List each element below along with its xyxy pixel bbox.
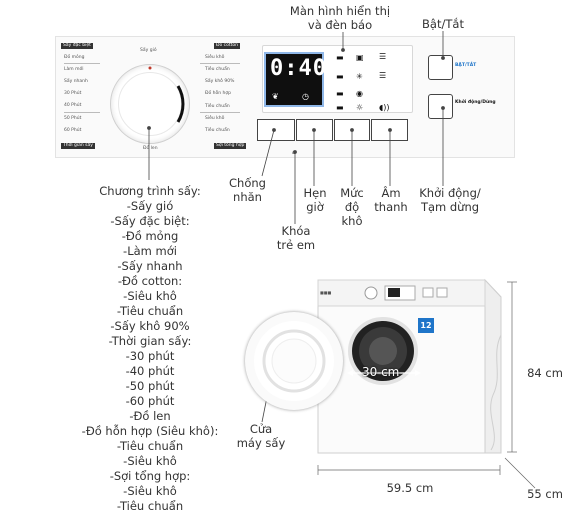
- dry-level-icon: ☰: [379, 52, 387, 61]
- callout-sound-line1: Âm: [381, 186, 401, 200]
- indicator-icon: ▬: [336, 103, 344, 112]
- program-list-item: -30 phút: [125, 349, 175, 363]
- program-item: Tiêu chuẩn: [205, 104, 230, 109]
- power-button[interactable]: [428, 55, 453, 80]
- program-list-item: -Đồ hỗn hợp (Siêu khô):: [81, 424, 219, 438]
- callout-power: Bật/Tắt: [422, 17, 464, 31]
- header-synthetic: Sợi tổng hợp: [214, 143, 247, 149]
- program-list-item: -Làm mới: [123, 244, 177, 258]
- program-list-item: -Siêu khô: [123, 289, 177, 303]
- program-list-item: -Đồ len: [129, 409, 171, 423]
- callout-dry-level-line3: khô: [341, 214, 363, 228]
- droplet-icon: ◉: [356, 89, 363, 98]
- callout-door-line1: Cửa: [249, 422, 273, 436]
- callout-sound-line2: thanh: [374, 200, 408, 214]
- dial-top-label: Sấy gió: [140, 48, 157, 53]
- sound-wave-icon: ◖)): [379, 103, 390, 112]
- program-list-item: -Tiêu chuẩn: [116, 304, 184, 318]
- program-list-item: -Thời gian sấy:: [108, 334, 192, 348]
- program-item: Làm mới: [64, 67, 84, 72]
- door-glass: [262, 329, 326, 393]
- program-list-item: -40 phút: [125, 364, 175, 378]
- dial-marker-arc: [148, 66, 185, 123]
- callout-display-line1: Màn hình hiển thị: [289, 4, 391, 18]
- anti-crease-button[interactable]: [257, 119, 295, 141]
- lcd-digits: 0:40: [270, 56, 327, 81]
- program-list-item: -Tiêu chuẩn: [116, 499, 184, 513]
- indicator-icon: ▬: [336, 53, 344, 62]
- program-item: 40 Phút: [64, 103, 82, 108]
- program-item: Tiêu chuẩn: [205, 67, 230, 72]
- program-item: 30 Phút: [64, 91, 82, 96]
- programs-title: Chương trình sấy:: [99, 184, 201, 198]
- program-list-item: -Sấy khô 90%: [110, 319, 190, 333]
- program-item: Đồ mỏng: [64, 55, 85, 60]
- program-item: Đồ hỗn hợp: [205, 91, 232, 96]
- callout-anti-crease-line2: nhăn: [233, 190, 262, 204]
- divider: [64, 112, 100, 113]
- brand-logo: ■■■: [320, 290, 332, 295]
- divider: [200, 112, 240, 113]
- program-item: 50 Phút: [64, 116, 82, 121]
- divider: [64, 63, 100, 64]
- sun-icon: ✳: [356, 72, 363, 81]
- program-list-item: -Siêu khô: [123, 484, 177, 498]
- header-cotton: Đồ cotton: [214, 43, 241, 49]
- drum-interior: [359, 327, 407, 375]
- program-item: Tiêu chuẩn: [205, 128, 230, 133]
- callout-timer-line2: giờ: [306, 200, 324, 214]
- power-label: BẬT/TẮT: [455, 63, 477, 68]
- program-list-item: -60 phút: [125, 394, 175, 408]
- callout-dry-level-line2: độ: [344, 200, 360, 214]
- dial-bottom-label: Đồ len: [143, 146, 158, 151]
- height-dimension: 84 cm: [527, 366, 563, 380]
- indicator-icon: ▬: [336, 89, 344, 98]
- start-label: Khởi động/Dừng: [455, 100, 496, 105]
- depth-dimension: 55 cm: [527, 487, 563, 501]
- lcd-screen: [264, 52, 324, 107]
- program-item: Sấy khô 90%: [205, 79, 235, 84]
- program-item: Siêu khô: [205, 116, 225, 121]
- callout-start-line2: Tạm dừng: [420, 200, 480, 214]
- start-pause-button[interactable]: [428, 94, 453, 119]
- program-list-item: -Đồ cotton:: [117, 274, 183, 288]
- callout-door-line2: máy sấy: [236, 436, 286, 450]
- divider: [200, 63, 240, 64]
- program-item: Sấy nhanh: [64, 79, 88, 84]
- program-list-item: -Sấy nhanh: [117, 259, 183, 273]
- program-list-item: -50 phút: [125, 379, 175, 393]
- tshirt-icon: ▣: [356, 53, 364, 62]
- program-list-item: -Sấy gió: [126, 199, 174, 213]
- program-item: Siêu khô: [205, 55, 225, 60]
- clock-icon: ◷: [302, 92, 309, 101]
- light-icon: ☼: [356, 103, 364, 112]
- callout-start-line1: Khởi động/: [419, 186, 481, 200]
- indicator-icon: ▬: [336, 72, 344, 81]
- callout-anti-crease-line1: Chống: [229, 176, 266, 190]
- capacity-badge: 12: [418, 318, 434, 333]
- program-list-item: -Sấy đặc biệt:: [110, 214, 190, 228]
- program-item: 60 Phút: [64, 128, 82, 133]
- program-list-item: -Siêu khô: [123, 454, 177, 468]
- callout-display-line2: và đèn báo: [307, 18, 373, 32]
- leaf-icon: ❦: [272, 92, 279, 101]
- callout-timer-line1: Hẹn: [303, 186, 327, 200]
- program-list-item: -Sợi tổng hợp:: [109, 469, 191, 483]
- callout-dry-level-line1: Mức: [340, 186, 364, 200]
- header-special-dry: Sấy đặc biệt: [61, 43, 93, 49]
- header-dry-time: Thời gian sấy: [61, 143, 95, 149]
- program-list-item: -Tiêu chuẩn: [116, 439, 184, 453]
- drum-size-label: 30 cm: [362, 365, 400, 379]
- program-list-item: -Đồ mỏng: [121, 229, 179, 243]
- callout-child-lock-line1: Khóa: [281, 224, 311, 238]
- dry-level-icon: ☰: [379, 71, 387, 80]
- width-dimension: 59.5 cm: [386, 481, 434, 495]
- drum-dimension-arrow: [347, 370, 421, 376]
- callout-child-lock-line2: trẻ em: [276, 238, 316, 252]
